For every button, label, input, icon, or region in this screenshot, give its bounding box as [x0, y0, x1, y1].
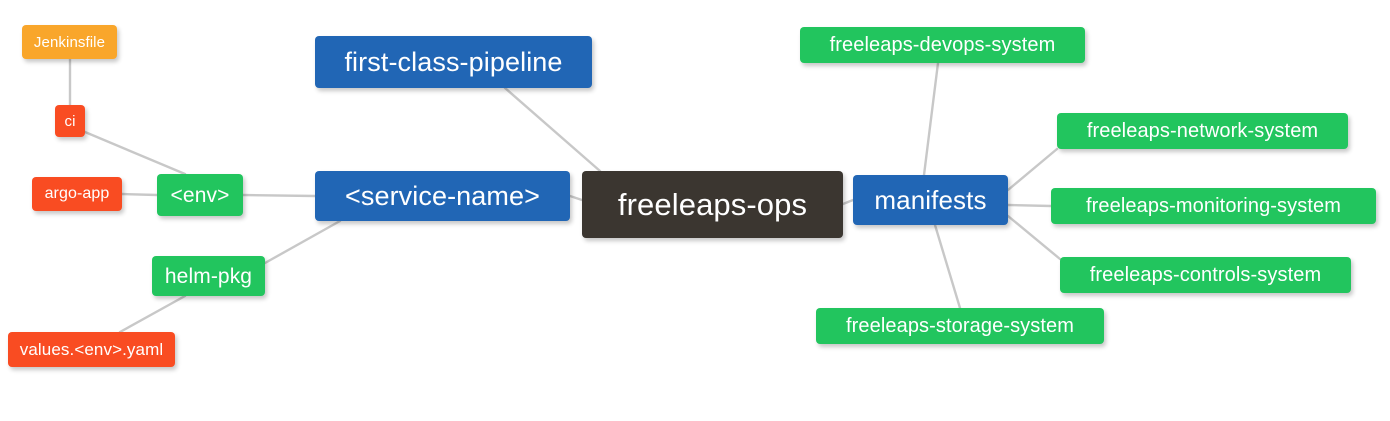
edge-helm-pkg-to-values-yaml — [118, 294, 187, 334]
node-argo-app[interactable]: argo-app — [32, 177, 122, 211]
node-pipeline[interactable]: first-class-pipeline — [315, 36, 592, 88]
edge-root-to-manifests — [841, 198, 855, 206]
edge-env-to-service-name — [241, 193, 317, 198]
edge-manifests-to-network — [1006, 147, 1059, 192]
edge-service-name-to-root — [568, 194, 584, 202]
node-env[interactable]: <env> — [157, 174, 243, 216]
edge-service-name-to-helm-pkg — [263, 219, 342, 265]
node-ci[interactable]: ci — [55, 105, 85, 137]
node-jenkinsfile[interactable]: Jenkinsfile — [22, 25, 117, 59]
node-values-yaml[interactable]: values.<env>.yaml — [8, 332, 175, 367]
edge-manifests-to-devops — [922, 61, 940, 177]
edge-pipeline-to-root — [503, 86, 602, 173]
node-network[interactable]: freeleaps-network-system — [1057, 113, 1348, 149]
node-controls[interactable]: freeleaps-controls-system — [1060, 257, 1351, 293]
node-helm-pkg[interactable]: helm-pkg — [152, 256, 265, 296]
node-devops[interactable]: freeleaps-devops-system — [800, 27, 1085, 63]
edge-manifests-to-storage — [933, 223, 962, 310]
node-root[interactable]: freeleaps-ops — [582, 171, 843, 238]
edge-manifests-to-monitoring — [1006, 203, 1053, 208]
node-storage[interactable]: freeleaps-storage-system — [816, 308, 1104, 344]
node-manifests[interactable]: manifests — [853, 175, 1008, 225]
edge-ci-to-env — [83, 130, 187, 176]
node-service-name[interactable]: <service-name> — [315, 171, 570, 221]
edge-argo-app-to-env — [120, 192, 159, 197]
node-monitoring[interactable]: freeleaps-monitoring-system — [1051, 188, 1376, 224]
